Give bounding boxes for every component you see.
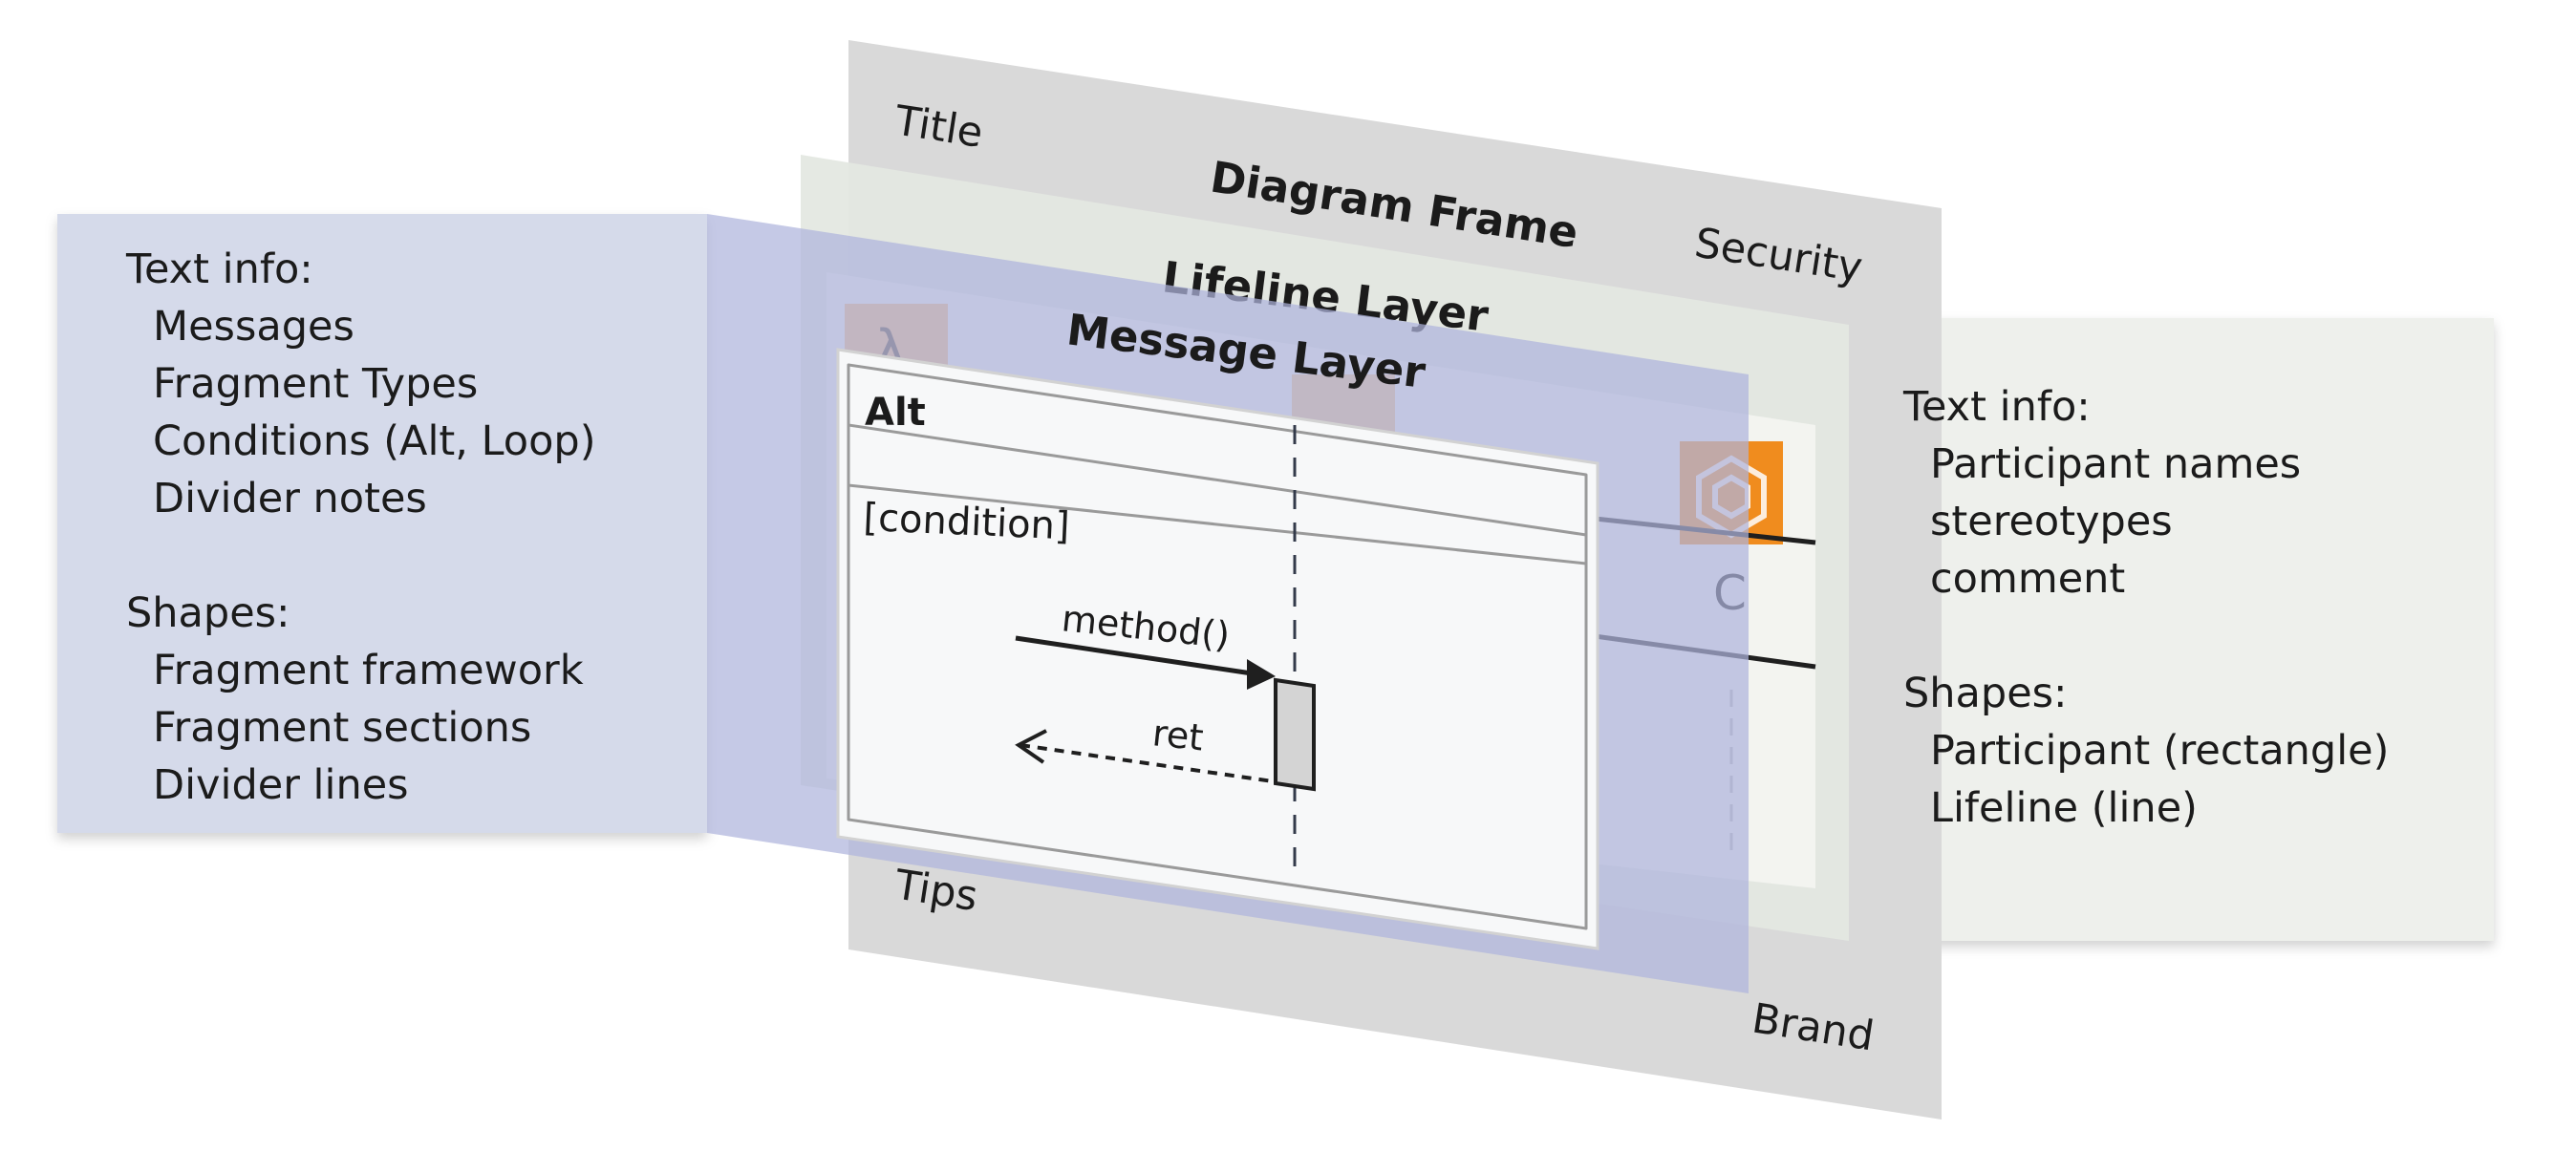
- alt-fragment: Alt [condition] method() ret: [836, 348, 1599, 950]
- right-text-item: Participant names: [1930, 440, 2302, 488]
- left-text-item: Divider notes: [153, 475, 427, 523]
- right-shapes-heading: Shapes:: [1903, 670, 2068, 717]
- call-arrowhead: [1247, 659, 1276, 690]
- right-text-item: comment: [1930, 555, 2126, 603]
- left-shape-item: Fragment framework: [153, 647, 584, 694]
- right-shape-item: Participant (rectangle): [1930, 727, 2390, 775]
- left-text-item: Messages: [153, 303, 354, 351]
- right-panel-text: Text info: Participant names stereotypes…: [1903, 378, 2389, 837]
- fragment-condition: [condition]: [863, 496, 1071, 548]
- left-info-panel: [57, 214, 707, 833]
- left-shapes-heading: Shapes:: [126, 589, 290, 637]
- left-text-item: Fragment Types: [153, 360, 479, 408]
- return-message-arrow: [1020, 743, 1274, 783]
- left-text-item: Conditions (Alt, Loop): [153, 417, 596, 465]
- left-shape-item: Fragment sections: [153, 704, 532, 752]
- return-message-label: ret: [1150, 712, 1205, 758]
- fragment-header-divider: [848, 423, 1587, 537]
- call-message-arrow: [1015, 635, 1272, 679]
- right-text-item: stereotypes: [1930, 498, 2173, 545]
- return-arrowhead: [1015, 729, 1047, 764]
- left-shape-item: Divider lines: [153, 761, 409, 809]
- fragment-type: Alt: [865, 391, 926, 435]
- right-info-panel: [1844, 318, 2494, 941]
- right-text-heading: Text info:: [1903, 383, 2091, 431]
- left-text-heading: Text info:: [126, 245, 313, 293]
- fragment-section-divider: [848, 483, 1587, 565]
- activation-bar: [1274, 677, 1316, 792]
- right-shape-item: Lifeline (line): [1930, 784, 2198, 832]
- left-panel-text: Text info: Messages Fragment Types Condi…: [126, 241, 596, 814]
